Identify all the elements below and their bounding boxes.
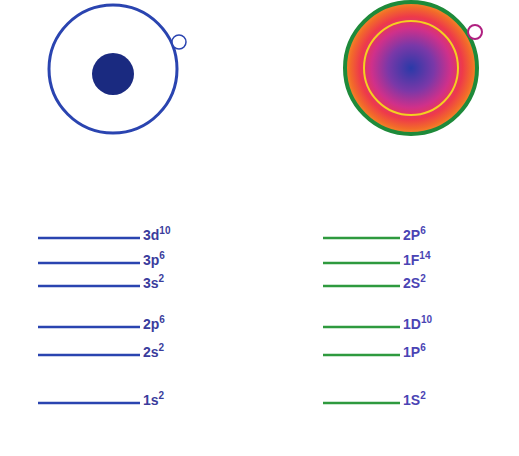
nucleon xyxy=(468,25,482,39)
level-label: 2S2 xyxy=(403,275,426,291)
level-label: 1F14 xyxy=(403,252,430,268)
level-label: 2p6 xyxy=(143,316,165,332)
level-label: 1D10 xyxy=(403,316,432,332)
level-label: 1S2 xyxy=(403,392,426,408)
level-label: 3p6 xyxy=(143,252,165,268)
level-label: 1P6 xyxy=(403,344,426,360)
level-label: 1s2 xyxy=(143,392,164,408)
inner-shell xyxy=(364,21,458,115)
electron-levels xyxy=(38,238,140,403)
electron xyxy=(172,35,186,49)
level-label: 2P6 xyxy=(403,227,426,243)
electron-orbit xyxy=(49,5,177,133)
level-label: 3d10 xyxy=(143,227,170,243)
nucleus xyxy=(92,53,134,95)
level-label: 3s2 xyxy=(143,275,164,291)
nucleon-levels xyxy=(323,238,400,403)
level-label: 2s2 xyxy=(143,344,164,360)
nucleus-shell xyxy=(345,2,477,134)
